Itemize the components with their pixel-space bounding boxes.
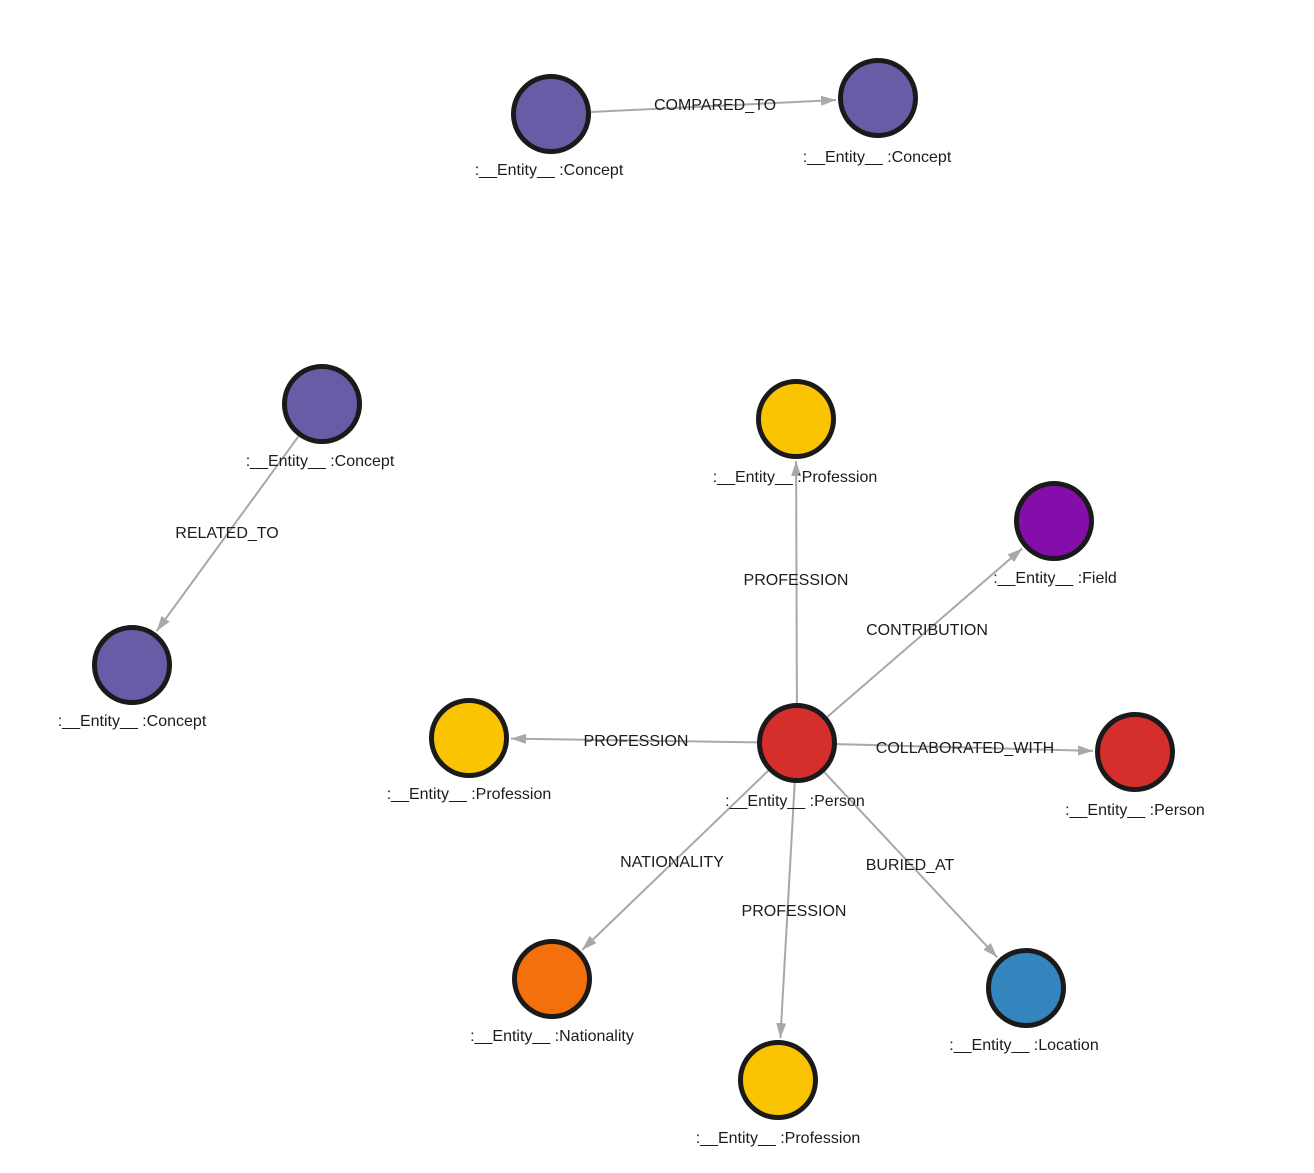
node-location: :__Entity__ :Location [949,948,1099,1054]
node-caption: :__Entity__ :Nationality [470,1028,634,1045]
edge-line-compared-to[interactable] [590,95,837,113]
edge-label-related-to[interactable]: RELATED_TO [175,525,278,542]
node-circle-profession[interactable] [429,698,509,778]
node-caption: :__Entity__ :Concept [246,453,395,470]
edge-line-related-to[interactable] [155,435,300,632]
edge-label-nationality[interactable]: NATIONALITY [620,854,724,871]
edge-line-profession-bottom[interactable] [776,782,796,1039]
edge-contribution: CONTRIBUTION [826,547,1023,718]
edge-line-contribution[interactable] [826,547,1023,718]
edge-related-to: RELATED_TO [155,435,300,632]
node-person-right: :__Entity__ :Person [1065,712,1205,819]
edge-label-profession-bottom[interactable]: PROFESSION [742,903,847,920]
edge-line-collaborated-with[interactable] [836,743,1094,756]
node-caption: :__Entity__ :Concept [475,162,624,179]
node-caption: :__Entity__ :Profession [696,1130,861,1147]
edge-label-profession-left[interactable]: PROFESSION [584,733,689,750]
node-caption: :__Entity__ :Field [993,570,1117,587]
node-circle-field[interactable] [1014,481,1094,561]
node-circle-concept[interactable] [92,625,172,705]
node-profession-top: :__Entity__ :Profession [713,379,878,486]
node-circle-person[interactable] [1095,712,1175,792]
edge-line-profession-top[interactable] [791,460,802,704]
node-circle-concept[interactable] [282,364,362,444]
node-caption: :__Entity__ :Profession [713,469,878,486]
node-concept-lower-left: :__Entity__ :Concept [58,625,207,730]
node-profession-left: :__Entity__ :Profession [387,698,552,803]
edge-line-nationality[interactable] [581,769,769,951]
edge-collaborated-with: COLLABORATED_WITH [836,740,1094,757]
node-circle-person[interactable] [757,703,837,783]
edge-profession-top: PROFESSION [744,460,849,704]
edge-label-compared-to[interactable]: COMPARED_TO [654,97,776,114]
node-caption: :__Entity__ :Concept [58,713,207,730]
node-nationality: :__Entity__ :Nationality [470,939,634,1045]
node-circle-concept[interactable] [838,58,918,138]
node-circle-profession[interactable] [738,1040,818,1120]
node-caption: :__Entity__ :Person [1065,802,1205,819]
edge-label-buried-at[interactable]: BURIED_AT [866,857,955,874]
edge-line-profession-left[interactable] [510,733,758,744]
node-circle-concept[interactable] [511,74,591,154]
node-circle-location[interactable] [986,948,1066,1028]
node-profession-bottom: :__Entity__ :Profession [696,1040,861,1147]
edge-label-profession-top[interactable]: PROFESSION [744,572,849,589]
node-person-center: :__Entity__ :Person [725,703,865,810]
node-caption: :__Entity__ :Profession [387,786,552,803]
node-caption: :__Entity__ :Concept [803,149,952,166]
edge-label-contribution[interactable]: CONTRIBUTION [866,622,988,639]
node-concept-top-right: :__Entity__ :Concept [803,58,952,166]
edge-label-collaborated-with[interactable]: COLLABORATED_WITH [876,740,1054,757]
edge-nationality: NATIONALITY [581,769,769,951]
node-circle-profession[interactable] [756,379,836,459]
node-concept-top-left: :__Entity__ :Concept [475,74,624,179]
edge-line-buried-at[interactable] [823,771,999,958]
edge-profession-left: PROFESSION [510,733,758,750]
edge-profession-bottom: PROFESSION [742,782,847,1039]
edge-buried-at: BURIED_AT [823,771,999,958]
node-concept-mid-left: :__Entity__ :Concept [246,364,395,470]
edge-compared-to: COMPARED_TO [590,95,837,114]
node-field: :__Entity__ :Field [993,481,1117,587]
node-caption: :__Entity__ :Location [949,1037,1098,1054]
node-circle-nationality[interactable] [512,939,592,1019]
node-caption: :__Entity__ :Person [725,793,865,810]
